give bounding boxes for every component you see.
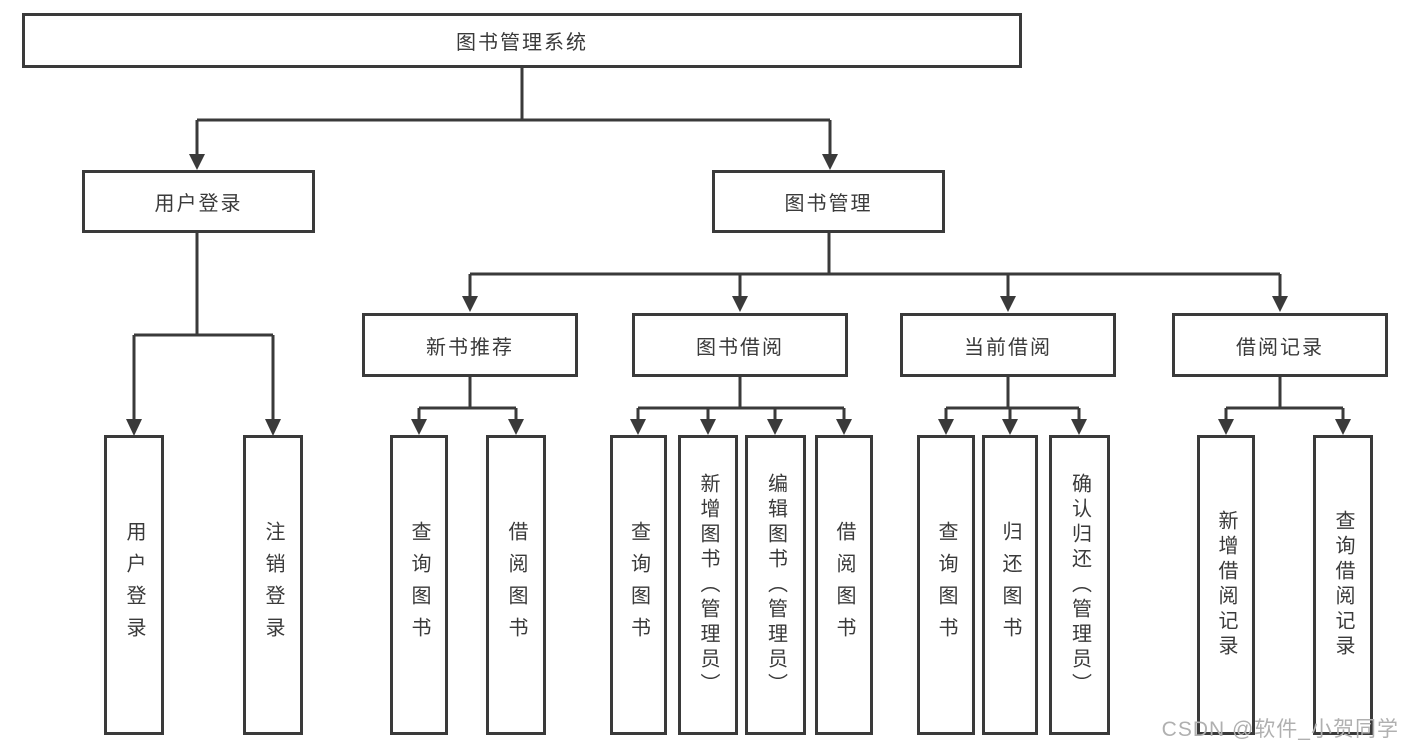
leaf-query-borrow-record: 查询借阅记录 bbox=[1313, 435, 1373, 735]
leaf-label: 新增借阅记录 bbox=[1215, 510, 1237, 660]
csdn-watermark: CSDN @软件_小贺同学 bbox=[1161, 718, 1399, 741]
leaf-user-login: 用户登录 bbox=[104, 435, 164, 735]
node-user-login: 用户登录 bbox=[82, 170, 315, 233]
leaf-borrow-books: 借阅图书 bbox=[815, 435, 873, 735]
leaf-edit-books-admin: 编辑图书（管理员） bbox=[745, 435, 806, 735]
node-label: 当前借阅 bbox=[964, 336, 1052, 359]
leaf-label: 编辑图书（管理员） bbox=[764, 472, 787, 698]
node-label: 图书管理系统 bbox=[456, 32, 588, 54]
leaf-label: 新增图书（管理员） bbox=[697, 472, 719, 698]
leaf-label: 借阅图书 bbox=[833, 521, 855, 649]
leaf-query-books-current: 查询图书 bbox=[917, 435, 975, 735]
leaf-label: 查询图书 bbox=[627, 521, 650, 649]
leaf-label: 注销登录 bbox=[262, 521, 284, 649]
leaf-borrow-books-recommend: 借阅图书 bbox=[486, 435, 546, 735]
leaf-logout: 注销登录 bbox=[243, 435, 303, 735]
node-label: 借阅记录 bbox=[1236, 336, 1324, 359]
leaf-label: 借阅图书 bbox=[505, 521, 527, 649]
leaf-label: 查询借阅记录 bbox=[1332, 510, 1354, 660]
node-book-management: 图书管理 bbox=[712, 170, 945, 233]
leaf-return-books: 归还图书 bbox=[982, 435, 1038, 735]
leaf-label: 确认归还（管理员） bbox=[1068, 472, 1091, 698]
node-borrow-records: 借阅记录 bbox=[1172, 313, 1388, 377]
node-book-borrow: 图书借阅 bbox=[632, 313, 848, 377]
node-new-book-recommend: 新书推荐 bbox=[362, 313, 578, 377]
leaf-label: 用户登录 bbox=[123, 521, 145, 649]
leaf-add-borrow-record: 新增借阅记录 bbox=[1197, 435, 1255, 735]
node-library-management-system: 图书管理系统 bbox=[22, 13, 1022, 68]
node-label: 新书推荐 bbox=[426, 336, 514, 359]
node-label: 图书管理 bbox=[784, 193, 873, 215]
leaf-confirm-return-admin: 确认归还（管理员） bbox=[1049, 435, 1110, 735]
leaf-label: 查询图书 bbox=[408, 521, 430, 649]
leaf-query-books-recommend: 查询图书 bbox=[390, 435, 448, 735]
leaf-label: 查询图书 bbox=[935, 521, 957, 649]
leaf-query-books-borrow: 查询图书 bbox=[610, 435, 667, 735]
leaf-add-books-admin: 新增图书（管理员） bbox=[678, 435, 738, 735]
node-label: 图书借阅 bbox=[696, 336, 784, 359]
leaf-label: 归还图书 bbox=[999, 521, 1021, 649]
node-current-borrow: 当前借阅 bbox=[900, 313, 1116, 377]
node-label: 用户登录 bbox=[154, 193, 243, 215]
